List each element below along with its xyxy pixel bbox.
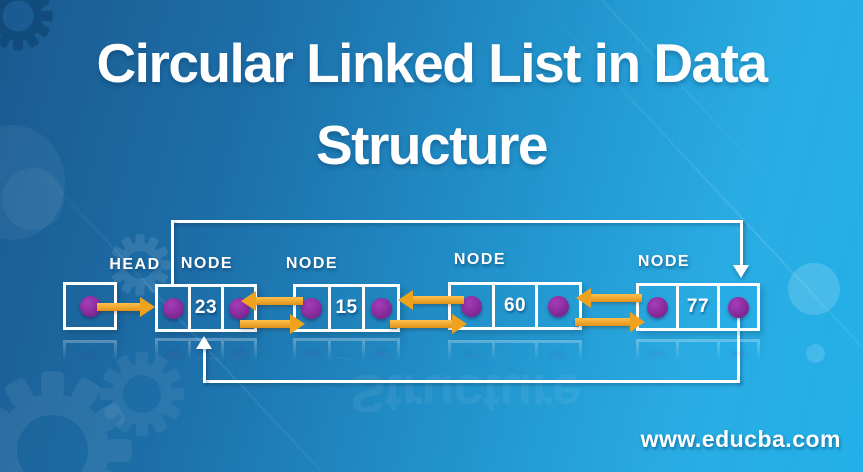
circular-link-top-left-vertical <box>171 220 174 284</box>
head-next-arrow <box>97 297 155 317</box>
data-cell: 60 <box>491 285 536 327</box>
pointer-dot <box>301 297 323 319</box>
circular-link-bottom-horizontal <box>203 380 740 383</box>
node-value: 23 <box>194 297 218 318</box>
linked-list-row: 23 15 60 77 <box>0 282 863 332</box>
prev-arrow-node4-to-node3 <box>576 288 642 308</box>
node-box-2: 15 <box>293 284 400 332</box>
prev-pointer-cell <box>451 285 492 327</box>
node-label-2: NODE <box>285 255 339 272</box>
head-label: HEAD <box>109 256 161 273</box>
circular-link-top-horizontal <box>171 220 743 223</box>
pointer-dot <box>79 295 101 317</box>
prev-arrow-node2-to-node1 <box>241 291 303 311</box>
node-value: 15 <box>335 297 358 318</box>
next-pointer-cell <box>716 286 757 328</box>
head-pointer-cell <box>66 285 114 327</box>
node-label-4: NODE <box>637 253 691 270</box>
down-arrowhead-icon <box>733 265 749 278</box>
up-arrowhead-icon <box>196 336 212 349</box>
website-link[interactable]: www.educba.com <box>640 426 841 452</box>
node-label-3: NODE <box>453 251 507 268</box>
node-label-1: NODE <box>180 255 234 272</box>
gear-icon <box>0 368 135 472</box>
next-arrow-node2-to-node3 <box>390 314 467 334</box>
title-reflection-watermark: Structure <box>349 363 581 423</box>
prev-pointer-cell <box>296 287 328 329</box>
prev-pointer-cell <box>639 286 676 328</box>
pointer-dot <box>548 295 570 317</box>
data-cell: 23 <box>188 287 221 329</box>
page-title: Circular Linked List in Data Structure <box>0 22 863 186</box>
pointer-dot <box>460 295 482 317</box>
decor-circle <box>806 344 825 363</box>
circular-link-bottom-left-vertical <box>203 348 206 383</box>
node-box-3: 60 <box>448 282 582 330</box>
pointer-dot <box>370 297 392 319</box>
pointer-dot <box>162 297 184 319</box>
pointer-dot <box>647 296 669 318</box>
next-arrow-node1-to-node2 <box>240 314 305 334</box>
data-cell: 15 <box>327 287 363 329</box>
title-line-1: Circular Linked List in Data <box>96 32 768 94</box>
pointer-dot <box>727 296 749 318</box>
next-arrow-node3-to-node4 <box>575 312 645 332</box>
next-pointer-cell <box>535 285 579 327</box>
title-line-2: Structure <box>316 114 549 176</box>
circular-link-bottom-right-vertical <box>737 315 740 383</box>
prev-pointer-cell <box>158 287 188 329</box>
circular-link-top-right-vertical <box>740 220 743 268</box>
node-box-4: 77 <box>636 283 760 331</box>
next-pointer-cell <box>362 287 397 329</box>
node-value: 60 <box>503 295 527 316</box>
data-cell: 77 <box>676 286 716 328</box>
node-value: 77 <box>686 296 710 317</box>
gear-icon <box>98 350 186 438</box>
prev-arrow-node3-to-node2 <box>398 290 464 310</box>
